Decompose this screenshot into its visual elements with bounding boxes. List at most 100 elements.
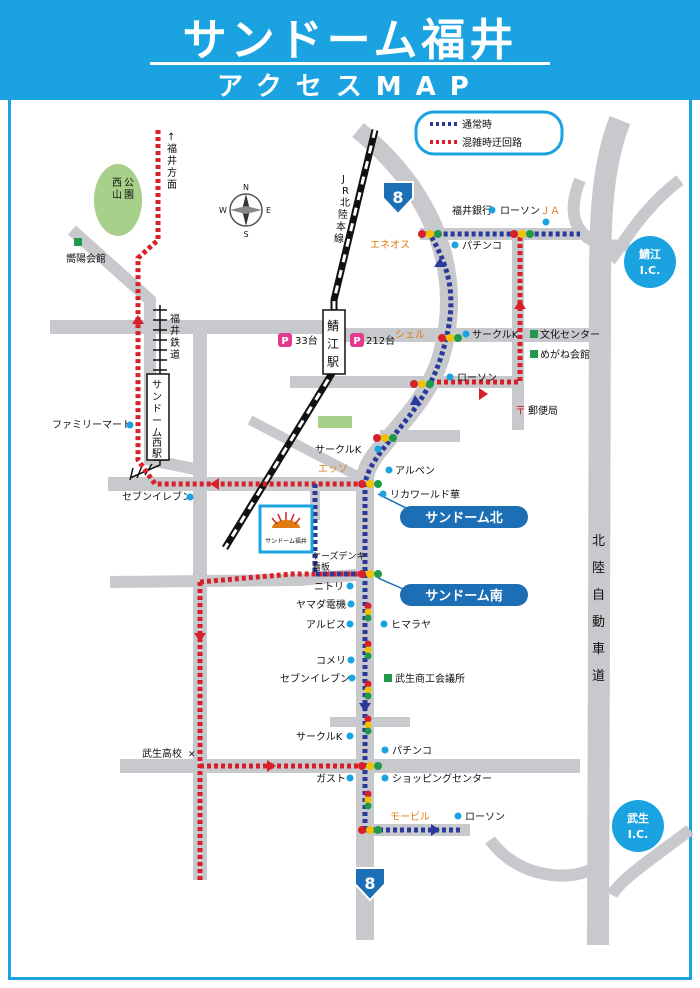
compass-s: S xyxy=(243,230,248,239)
svg-text:P: P xyxy=(281,336,288,347)
svg-text:ド: ド xyxy=(152,404,162,415)
compass-n: N xyxy=(243,183,249,192)
post-office-icon: 〒 xyxy=(515,404,526,417)
poi-shopping-center: ショッピングセンター xyxy=(392,772,492,785)
compass-w: W xyxy=(219,206,227,215)
legend-normal-label: 通常時 xyxy=(462,118,492,131)
svg-text:鉄: 鉄 xyxy=(170,336,180,349)
poi-post-office: 郵便局 xyxy=(528,404,558,417)
route8-badge-south: 8 xyxy=(354,867,386,902)
svg-text:8: 8 xyxy=(392,188,403,207)
takefu-ic-ramp xyxy=(485,836,593,882)
poi-yamada: ヤマダ電機 xyxy=(296,598,346,611)
sabae-ic-ramp-2 xyxy=(605,175,684,265)
svg-text:I.C.: I.C. xyxy=(640,264,661,277)
svg-text:北: 北 xyxy=(340,197,350,209)
poi-lawson-3: ローソン xyxy=(465,812,505,823)
expressway-road xyxy=(587,115,631,946)
page-subtitle: アクセスMAP xyxy=(217,72,483,102)
svg-text:サンドーム南: サンドーム南 xyxy=(425,588,503,604)
arrow-right-icon xyxy=(267,760,276,772)
poi-komeri: コメリ xyxy=(316,656,346,667)
sandome-north-badge: サンドーム北 xyxy=(377,493,528,528)
svg-text:動: 動 xyxy=(592,615,605,630)
route8-badge-north: 8 xyxy=(382,181,414,216)
svg-text:西: 西 xyxy=(112,178,122,189)
arrow-up-icon xyxy=(410,395,422,405)
expressway-label: 北 陸 自 動 車 道 xyxy=(592,534,605,684)
svg-text:線: 線 xyxy=(334,232,344,245)
sabae-station-label: 鯖 江 駅 xyxy=(322,309,346,375)
svg-text:駅: 駅 xyxy=(327,355,339,369)
svg-text:面: 面 xyxy=(167,180,177,191)
detour-arrows xyxy=(132,300,526,772)
station-icon xyxy=(74,238,82,246)
poi-pachinko-2: パチンコ xyxy=(392,745,432,757)
poi-megane-kaikan: めがね会館 xyxy=(540,348,590,361)
svg-text:ン: ン xyxy=(152,392,162,403)
svg-text:福: 福 xyxy=(170,312,180,325)
poi-bunka-center: 文化センター xyxy=(540,328,600,341)
arrow-up-icon xyxy=(132,315,144,324)
svg-text:↑: ↑ xyxy=(167,132,175,143)
svg-text:J: J xyxy=(341,174,345,185)
poi-pachinko-1: パチンコ xyxy=(462,240,502,252)
poi-ja: ＪＡ xyxy=(540,206,560,217)
nishiyama-park-area xyxy=(94,164,142,236)
poi-lawson-2: ローソン xyxy=(457,373,497,384)
map-frame xyxy=(8,100,692,980)
svg-text:鯖: 鯖 xyxy=(327,319,339,333)
arrow-down-icon xyxy=(194,633,206,642)
sandome-nishi-station-label: サ ン ド ー ム 西 駅 xyxy=(146,373,170,461)
svg-text:車: 車 xyxy=(592,642,605,657)
traffic-signals xyxy=(358,230,534,834)
poi-seven-eleven-1: セブンイレブン xyxy=(122,490,192,503)
takefu-ic-ramp-2 xyxy=(606,825,694,899)
svg-text:I.C.: I.C. xyxy=(628,828,649,841)
svg-text:井: 井 xyxy=(167,154,177,167)
poi-lawson-1: ローソン xyxy=(500,206,540,217)
arrow-left-icon xyxy=(210,478,219,490)
fukui-direction-label: ↑ 福 井 方 面 xyxy=(167,132,177,191)
svg-text:井: 井 xyxy=(170,324,180,337)
legend: 通常時 混雑時迂回路 xyxy=(414,110,564,156)
school-icon: ✕ xyxy=(188,750,196,760)
poi-circle-k-1: サークルK xyxy=(472,329,519,341)
svg-text:ー: ー xyxy=(152,416,162,427)
fukui-rail-label: 福 井 鉄 道 xyxy=(170,312,180,361)
poi-himaraya: ヒマラヤ xyxy=(391,619,431,631)
road-h2 xyxy=(50,320,600,342)
svg-text:道: 道 xyxy=(592,669,605,684)
poi-nitori: ニトリ xyxy=(314,582,344,593)
header-banner: サンドーム福井 アクセスMAP xyxy=(0,0,700,102)
poi-esso: エッソ xyxy=(318,464,348,475)
arrow-up-icon xyxy=(514,300,526,309)
svg-text:自: 自 xyxy=(592,588,605,603)
svg-text:山: 山 xyxy=(112,189,122,201)
poi-fukui-bank: 福井銀行 xyxy=(452,204,492,217)
arrow-right-icon xyxy=(479,388,488,400)
svg-text:西: 西 xyxy=(152,438,162,449)
sandome-building: サンドーム福井 xyxy=(258,504,314,554)
svg-text:陸: 陸 xyxy=(592,560,605,576)
svg-text:駅: 駅 xyxy=(152,448,162,460)
compass-rose-icon: N E S W xyxy=(219,183,271,239)
svg-text:8: 8 xyxy=(364,874,375,893)
poi-kanban: 看板 xyxy=(312,561,330,573)
road-diag xyxy=(67,225,202,476)
title-underline xyxy=(150,62,550,65)
poi-family-mart: ファミリーマート xyxy=(52,420,132,431)
svg-text:R: R xyxy=(342,186,349,197)
svg-text:サンドーム北: サンドーム北 xyxy=(425,511,503,526)
sandome-south-badge: サンドーム南 xyxy=(377,577,528,606)
parking-212: P 212台 xyxy=(350,333,395,347)
svg-text:ム: ム xyxy=(152,427,162,439)
poi-seven-eleven-2: セブンイレブン xyxy=(280,672,350,685)
svg-text:P: P xyxy=(353,336,360,347)
svg-text:サンドーム福井: サンドーム福井 xyxy=(265,537,307,545)
poi-takefu-chamber: 武生商工会議所 xyxy=(395,672,465,685)
svg-text:33台: 33台 xyxy=(295,334,318,347)
svg-text:212台: 212台 xyxy=(366,334,395,347)
svg-text:鯖江: 鯖江 xyxy=(638,247,661,261)
poi-takefu-high: 武生高校 xyxy=(142,747,182,760)
